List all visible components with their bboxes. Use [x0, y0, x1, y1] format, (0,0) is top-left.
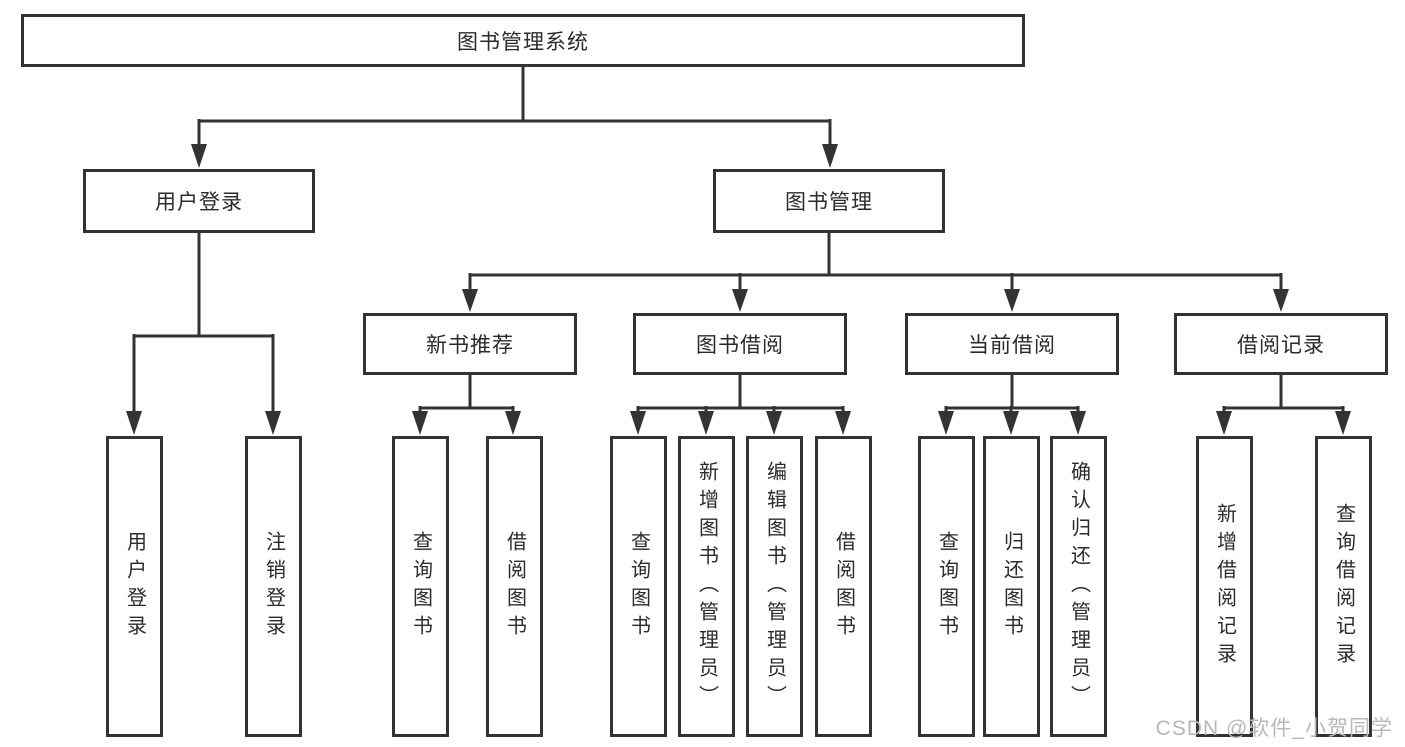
leaf-edit-books-admin: 编辑图书（管理员） [746, 436, 803, 737]
leaf-query-books: 查询图书 [610, 436, 667, 737]
leaf-query-books: 查询图书 [392, 436, 449, 737]
node-current-borrow: 当前借阅 [905, 313, 1119, 375]
leaf-borrow-books: 借阅图书 [486, 436, 543, 737]
leaf-query-borrow-record: 查询借阅记录 [1315, 436, 1372, 737]
leaf-add-books-admin: 新增图书（管理员） [678, 436, 735, 737]
node-borrow-records: 借阅记录 [1174, 313, 1388, 375]
node-user-login: 用户登录 [83, 169, 315, 233]
node-new-book-recommend: 新书推荐 [363, 313, 577, 375]
node-book-borrow: 图书借阅 [633, 313, 847, 375]
arrowheads [126, 144, 1351, 435]
leaf-logout: 注销登录 [245, 436, 302, 737]
node-book-management: 图书管理 [713, 169, 945, 233]
csdn-watermark: CSDN @软件_小贺同学 [1155, 717, 1393, 740]
leaf-return-books: 归还图书 [983, 436, 1040, 737]
leaf-confirm-return-admin: 确认归还（管理员） [1050, 436, 1107, 737]
leaf-user-login: 用户登录 [106, 436, 163, 737]
node-system-root: 图书管理系统 [21, 14, 1025, 67]
leaf-add-borrow-record: 新增借阅记录 [1196, 436, 1253, 737]
leaf-borrow-books: 借阅图书 [815, 436, 872, 737]
leaf-query-books: 查询图书 [918, 436, 975, 737]
